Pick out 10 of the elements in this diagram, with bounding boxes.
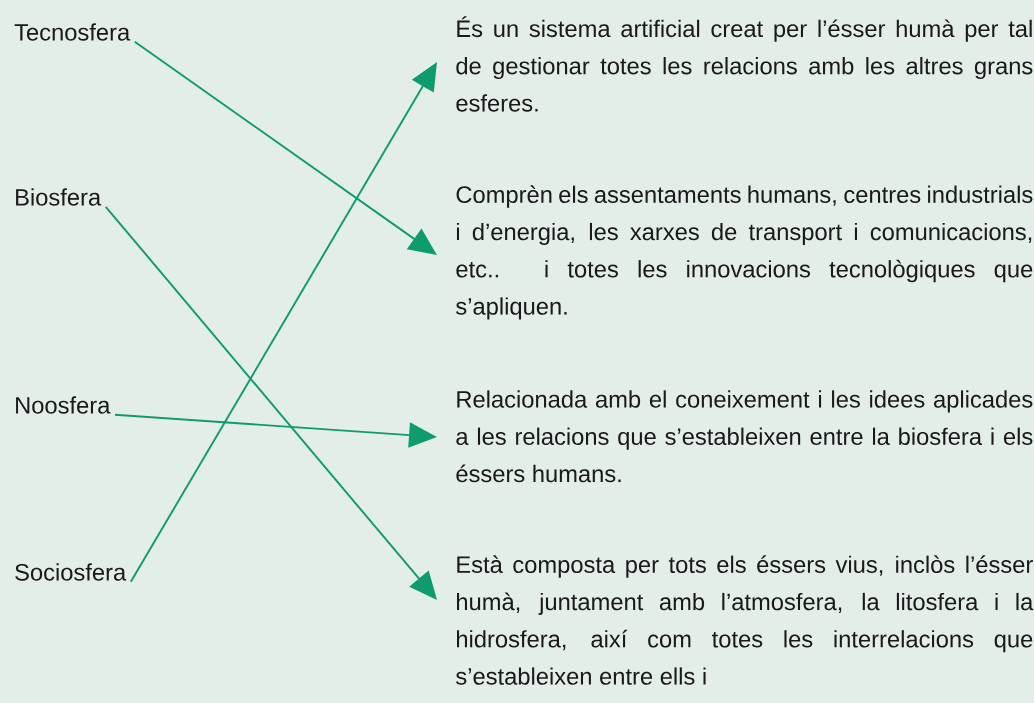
description-text: Està composta per tots els éssers vius, inclòs l’ésser humà, juntament amb l’atmosfera, la litosfera i la hidrosfera, així com totes les interrelacions que s’estableixen entre ells i xyxy=(456,555,1034,685)
term-label: Sociosfera xyxy=(15,563,127,581)
description-text: Comprèn els assentaments humans, centres industrials i d’energia, les xarxes de transport i comunicacions, etc.. i totes les innovacions tecnològiques que s’apliquen. xyxy=(456,185,1033,320)
term-label: Tecnosfera xyxy=(14,23,131,41)
arrow xyxy=(133,40,437,255)
description-text: Relacionada amb el coneixement i les idees aplicades a les relacions que s’estableixen entre la biosfera i els éssers humans. xyxy=(456,390,1033,483)
arrow xyxy=(104,205,437,600)
term-label: Noosfera xyxy=(16,396,111,414)
description-text: És un sistema artificial creat per l’ésser humà per tal de gestionar totes les relacions amb les altres grans esferes. xyxy=(456,16,1033,112)
term-label: Biosfera xyxy=(16,188,102,206)
